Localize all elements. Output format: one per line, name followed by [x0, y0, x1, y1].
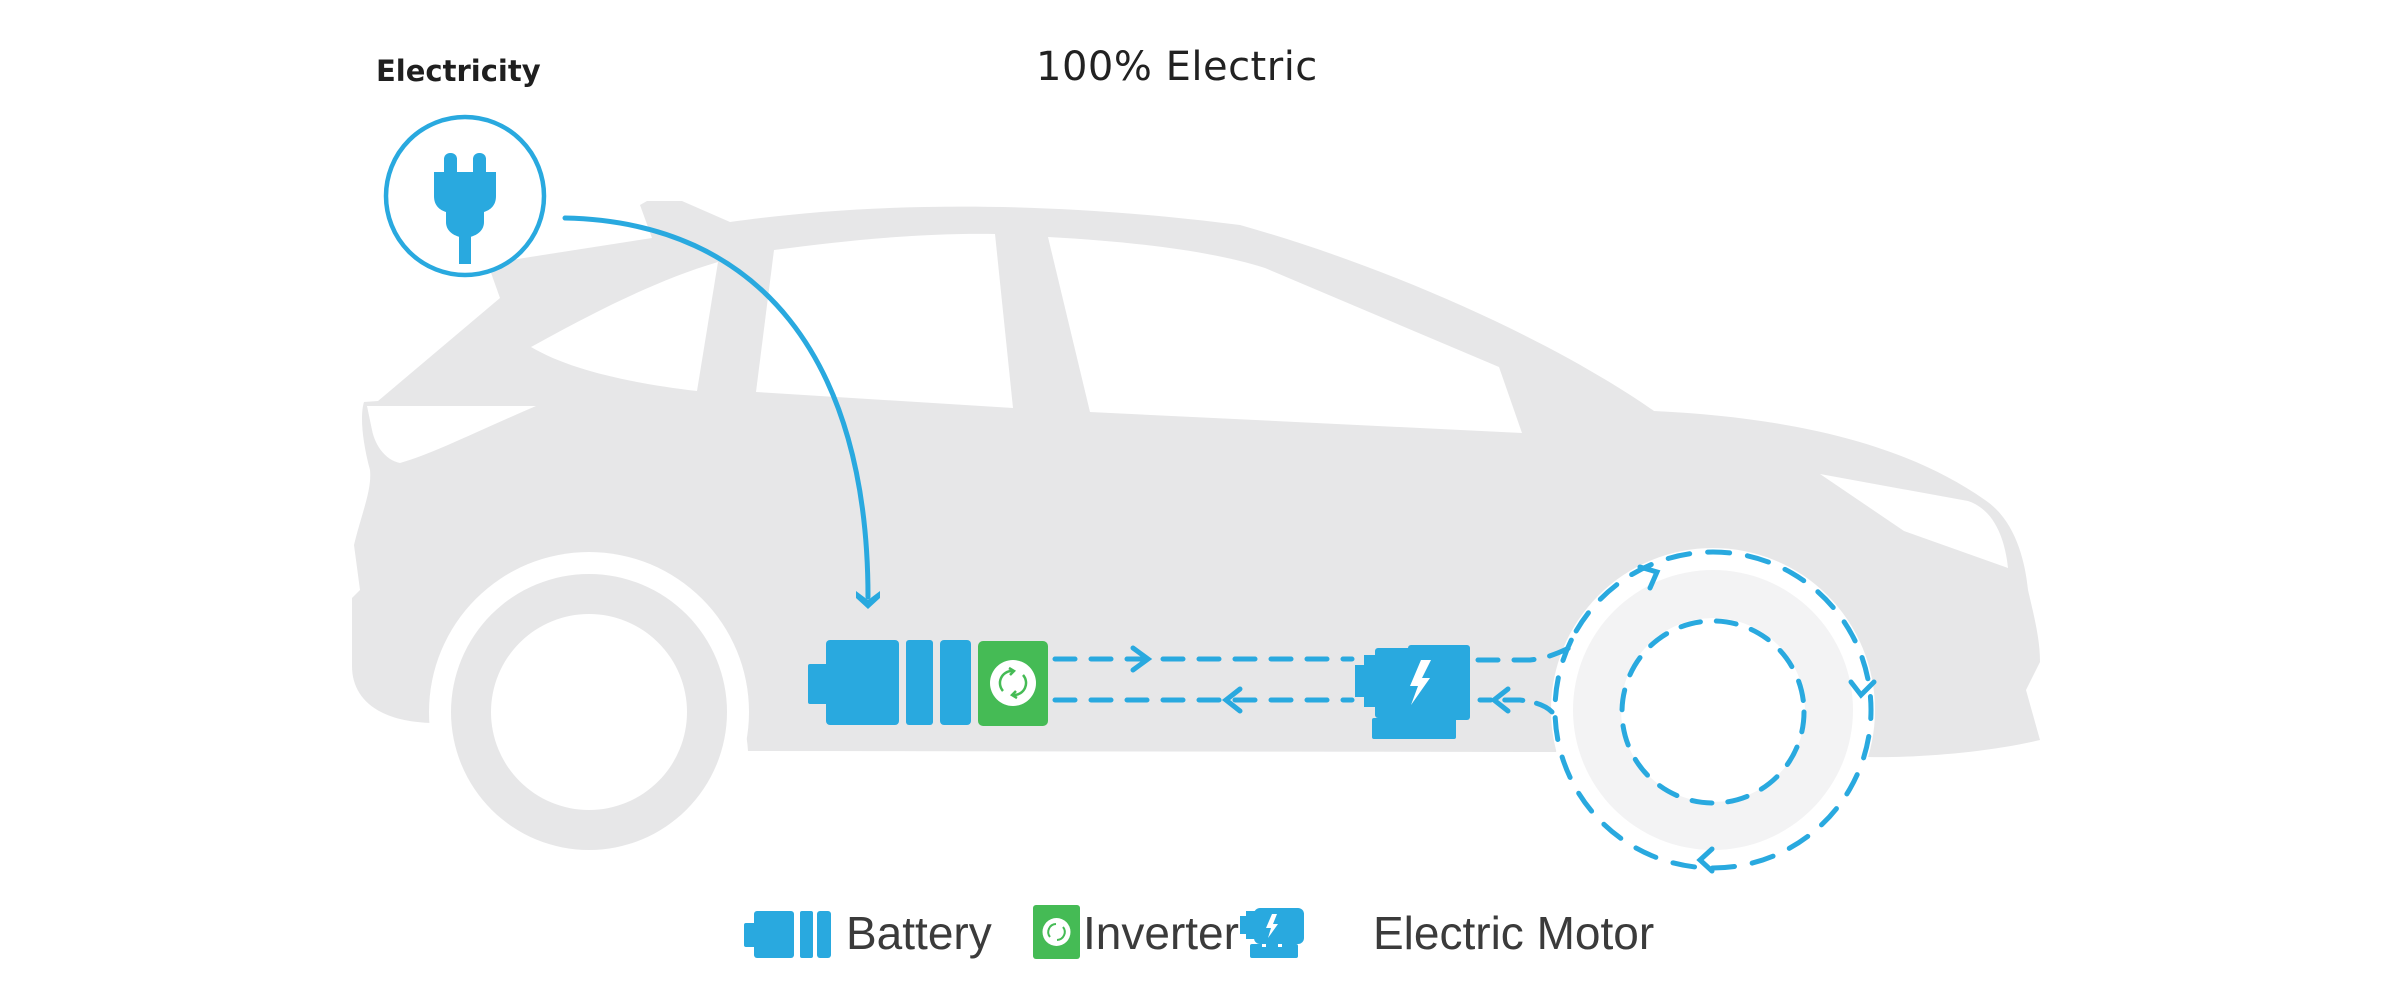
inverter-icon — [978, 641, 1048, 726]
diagram-title: 100% Electric — [1036, 44, 1318, 90]
plug-icon — [434, 153, 496, 264]
electricity-label: Electricity — [376, 54, 541, 88]
inverter-icon — [1033, 905, 1080, 959]
charge-flow-arrow — [562, 215, 871, 600]
wheel-arrow-top — [1637, 564, 1661, 591]
battery-icon — [744, 911, 831, 958]
charge-arrowhead — [856, 591, 880, 609]
wheel-arrow-right — [1848, 679, 1877, 699]
flow-to-motor-arrowhead — [1130, 645, 1153, 673]
flow-to-inverter-arrowhead — [1221, 686, 1243, 714]
wheel-arrow-bottom — [1696, 846, 1715, 874]
left-hub — [491, 614, 687, 810]
wheel-to-motor-arrowhead — [1489, 686, 1511, 714]
electric-motor-icon — [1240, 908, 1304, 958]
headlight — [1820, 474, 2008, 568]
right-hub — [1621, 618, 1805, 802]
wheel-inner-loop — [1619, 618, 1807, 806]
front-side-window — [1048, 237, 1522, 433]
legend-label-inverter: Inverter — [1083, 907, 1239, 959]
battery-icon — [808, 640, 971, 725]
legend-label-battery: Battery — [846, 907, 992, 959]
tail-light — [367, 406, 536, 463]
rear-side-window — [756, 233, 1013, 408]
legend-label-motor: Electric Motor — [1373, 907, 1655, 959]
wheel-to-motor-flow — [1477, 697, 1555, 715]
wheel-rotation-loop — [1552, 549, 1874, 871]
electric-motor-icon — [1355, 645, 1470, 739]
motor-to-wheel-flow — [1475, 642, 1578, 663]
rear-window — [531, 262, 718, 391]
